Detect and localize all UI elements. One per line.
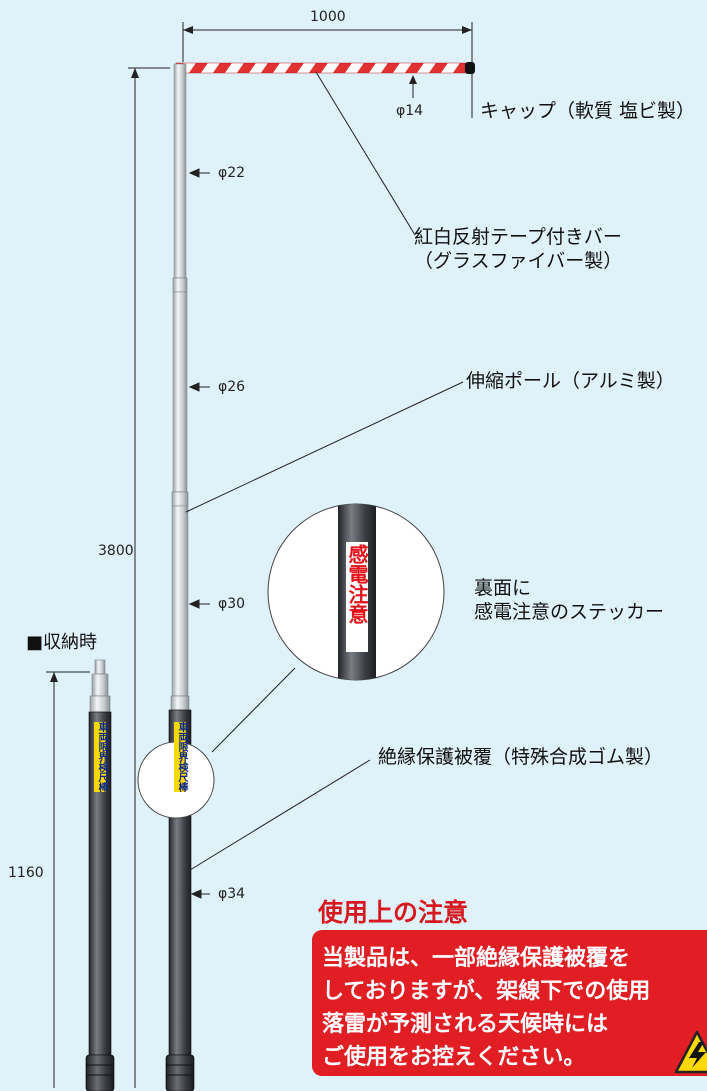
- warning-line-3: 落雷が予測される天候時には: [322, 1012, 609, 1037]
- danger-sticker: 感電注意: [345, 544, 369, 624]
- bar-label-line1: 紅白反射テープ付きバー: [414, 226, 622, 248]
- stored-height-dimension: 1160: [8, 865, 44, 881]
- warning-box: 当製品は、一部絶縁保護被覆を しておりますが、架線下での使用 落雷が予測される天…: [312, 930, 707, 1076]
- sticker-label-line1: 裏面に: [474, 577, 532, 599]
- warning-icon-overlay: [674, 1030, 707, 1074]
- bar-label-line2: （グラスファイバー製）: [414, 250, 623, 272]
- storage-label: ■収納時: [26, 632, 98, 653]
- warning-line-1: 当製品は、一部絶縁保護被覆を: [322, 946, 631, 971]
- warning-title: 使用上の注意: [318, 898, 469, 927]
- segment2-diameter-label: φ26: [218, 379, 246, 395]
- segment4-diameter-label: φ34: [218, 886, 246, 902]
- bar-length-dimension: 1000: [310, 9, 346, 25]
- bar-diameter-label: φ14: [396, 103, 424, 119]
- segment1-diameter-label: φ22: [218, 165, 246, 181]
- total-height-dimension: 3800: [98, 543, 134, 559]
- cap-label: キャップ（軟質 塩ビ製）: [480, 100, 696, 122]
- warning-line-2: しておりますが、架線下での使用: [322, 979, 651, 1004]
- segment3-diameter-label: φ30: [218, 596, 246, 612]
- gauge-sticker-main: 車両限界検尺棒: [174, 722, 187, 792]
- insulation-label: 絶縁保護被覆（特殊合成ゴム製）: [378, 746, 664, 768]
- warning-line-4: ご使用をお控えください。: [322, 1045, 586, 1070]
- pole-label: 伸縮ポール（アルミ製）: [466, 370, 675, 392]
- gauge-sticker-stored: 車両限界検尺棒: [94, 722, 107, 792]
- sticker-label-line2: 感電注意のステッカー: [474, 601, 665, 623]
